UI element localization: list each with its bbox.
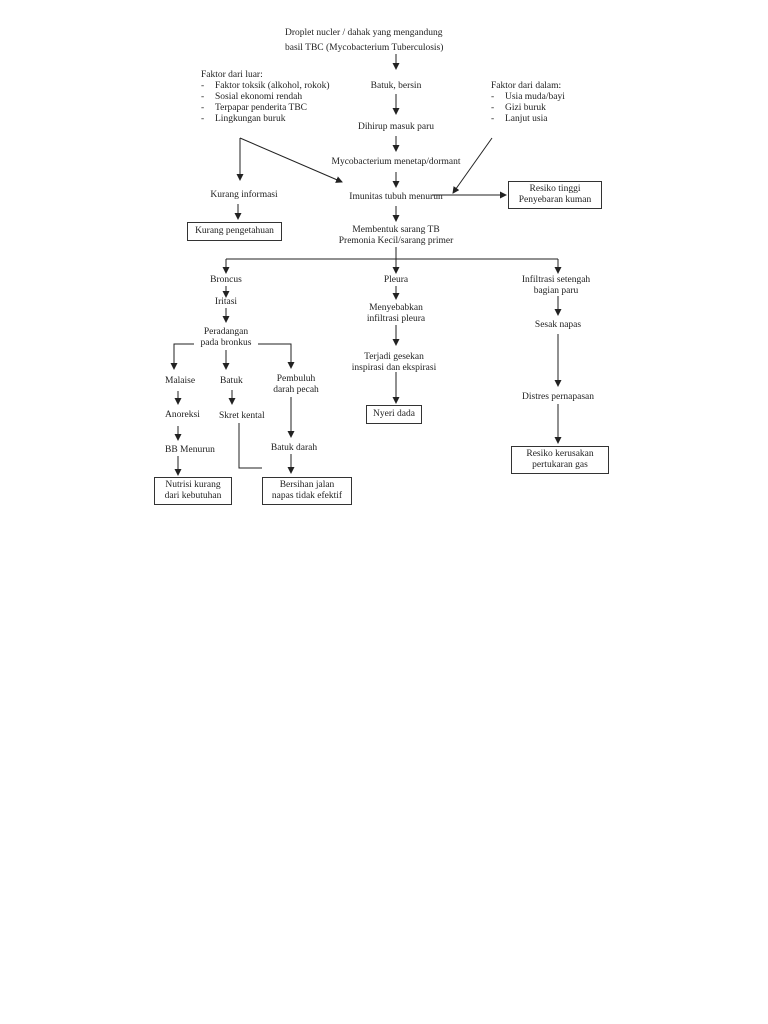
- faktor-luar-list: Faktor dari luar: Faktor toksik (alkohol…: [201, 70, 330, 125]
- line-skret-to-bersihan: [238, 423, 262, 469]
- arrow-peradangan-to-pembuluh: [258, 343, 295, 369]
- peradangan-line2: pada bronkus: [200, 338, 252, 348]
- peradangan-node: Peradangan pada bronkus: [201, 327, 252, 349]
- pleura-node: Pleura: [383, 275, 409, 285]
- faktor-luar-item: Lingkungan buruk: [201, 114, 330, 125]
- menyebabkan-line1: Menyebabkan: [369, 303, 423, 313]
- iritasi-node: Iritasi: [214, 297, 238, 307]
- arrow-dalam-to-imunitas: [452, 137, 493, 194]
- gesekan-line2: inspirasi dan ekspirasi: [351, 363, 437, 373]
- distres-node: Distres pernapasan: [521, 392, 595, 402]
- bersihan-box: Bersihan jalan napas tidak efektif: [262, 477, 352, 505]
- source-line2: basil TBC (Mycobacterium Tuberculosis): [285, 43, 444, 53]
- faktor-luar-item: Sosial ekonomi rendah: [201, 92, 330, 103]
- arrow-luar-to-imunitas: [239, 137, 343, 183]
- nutrisi-box: Nutrisi kurang dari kebutuhan: [154, 477, 232, 505]
- source-line1: Droplet nucler / dahak yang mengandung: [285, 28, 443, 38]
- batuk-node: Batuk: [220, 376, 243, 386]
- anoreksi-node: Anoreksi: [165, 410, 200, 420]
- resiko-kerusakan-line2: pertukaran gas: [532, 460, 588, 470]
- gesekan-line1: Terjadi gesekan: [364, 352, 424, 362]
- faktor-luar-item: Faktor toksik (alkohol, rokok): [201, 81, 330, 92]
- menyebabkan-line2: infiltrasi pleura: [366, 314, 426, 324]
- resiko-kerusakan-box: Resiko kerusakan pertukaran gas: [511, 446, 609, 474]
- resiko-penyebaran-box: Resiko tinggi Penyebaran kuman: [508, 181, 602, 209]
- faktor-dalam-list: Faktor dari dalam: Usia muda/bayi Gizi b…: [491, 81, 565, 125]
- nyeri-dada-box: Nyeri dada: [366, 405, 422, 424]
- faktor-luar-title: Faktor dari luar:: [201, 70, 263, 80]
- kurang-informasi-node: Kurang informasi: [210, 190, 278, 200]
- faktor-dalam-title: Faktor dari dalam:: [491, 81, 562, 91]
- gesekan-node: Terjadi gesekan inspirasi dan ekspirasi: [352, 352, 436, 374]
- pembuluh-line2: darah pecah: [273, 385, 319, 395]
- nutrisi-line1: Nutrisi kurang: [165, 480, 221, 490]
- imunitas-node: Imunitas tubuh menurun: [349, 192, 443, 202]
- batuk-darah-node: Batuk darah: [270, 443, 318, 453]
- infiltrasi-line2: bagian paru: [533, 286, 579, 296]
- dihirup-node: Dihirup masuk paru: [358, 122, 434, 132]
- skret-kental-node: Skret kental: [219, 411, 265, 421]
- faktor-dalam-item: Gizi buruk: [491, 103, 565, 114]
- bersihan-line2: napas tidak efektif: [271, 491, 343, 501]
- menyebabkan-node: Menyebabkan infiltrasi pleura: [367, 303, 425, 325]
- kurang-pengetahuan-box: Kurang pengetahuan: [187, 222, 282, 241]
- faktor-dalam-item: Lanjut usia: [491, 114, 565, 125]
- faktor-dalam-item: Usia muda/bayi: [491, 92, 565, 103]
- faktor-luar-item: Terpapar penderita TBC: [201, 103, 330, 114]
- bersihan-line1: Bersihan jalan: [279, 480, 335, 490]
- pembuluh-line1: Pembuluh: [276, 374, 316, 384]
- bb-menurun-node: BB Menurun: [165, 445, 215, 455]
- batuk-bersin-node: Batuk, bersin: [370, 81, 422, 91]
- myco-menetap-node: Mycobacterium menetap/dormant: [331, 157, 461, 167]
- infiltrasi-line1: Infiltrasi setengah: [521, 275, 591, 285]
- membentuk-line1: Membentuk sarang TB: [352, 225, 440, 235]
- resiko-penyebaran-line1: Resiko tinggi: [529, 184, 581, 194]
- arrow-peradangan-to-malaise: [170, 343, 194, 370]
- nyeri-dada-label: Nyeri dada: [373, 409, 415, 419]
- pembuluh-node: Pembuluh darah pecah: [273, 374, 319, 396]
- sesak-napas-node: Sesak napas: [534, 320, 582, 330]
- resiko-penyebaran-line2: Penyebaran kuman: [518, 195, 592, 205]
- source-node: Droplet nucler / dahak yang mengandung b…: [285, 28, 443, 54]
- kurang-pengetahuan-label: Kurang pengetahuan: [195, 226, 274, 236]
- malaise-node: Malaise: [165, 376, 196, 386]
- nutrisi-line2: dari kebutuhan: [164, 491, 222, 501]
- peradangan-line1: Peradangan: [203, 327, 249, 337]
- resiko-kerusakan-line1: Resiko kerusakan: [526, 449, 594, 459]
- infiltrasi-node: Infiltrasi setengah bagian paru: [522, 275, 590, 297]
- membentuk-node: Membentuk sarang TB Premonia Kecil/saran…: [339, 225, 454, 247]
- broncus-node: Broncus: [210, 275, 242, 285]
- membentuk-line2: Premonia Kecil/sarang primer: [338, 236, 454, 246]
